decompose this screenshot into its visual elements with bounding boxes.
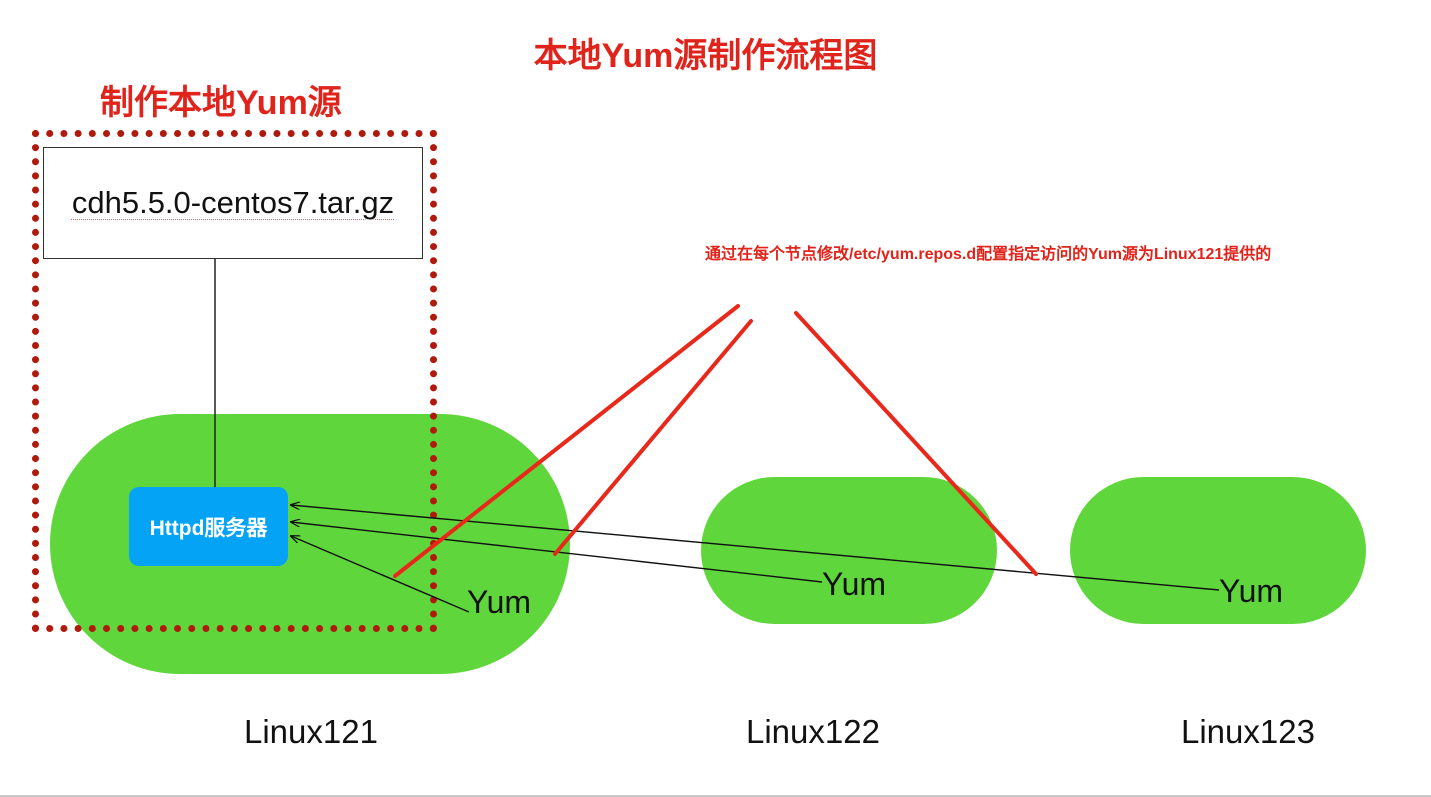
- httpd-server-box: Httpd服务器: [129, 487, 288, 566]
- package-file-name: cdh5.5.0-centos7.tar.gz: [71, 185, 395, 220]
- diagram-title: 本地Yum源制作流程图: [0, 28, 1431, 77]
- local-yum-region: [32, 130, 437, 632]
- yum-client-linux123: Yum: [1219, 573, 1284, 609]
- arrow-linux123-to-server: [291, 505, 1220, 591]
- yum-client-linux122: Yum: [822, 566, 887, 602]
- package-file-box: cdh5.5.0-centos7.tar.gz: [43, 147, 423, 259]
- diagram-title-text: 本地Yum源制作流程图: [533, 37, 878, 75]
- annotation-text: 通过在每个节点修改/etc/yum.repos.d配置指定访问的Yum源为Lin…: [705, 246, 1272, 263]
- node-linux122: [701, 477, 997, 624]
- httpd-server-label: Httpd服务器: [149, 516, 268, 540]
- callout-line-linux122: [553, 319, 753, 556]
- node-linux123: [1070, 477, 1366, 624]
- callout-line-linux121: [393, 304, 740, 578]
- yum-client-linux121: Yum: [467, 584, 532, 620]
- node-label-linux123: Linux123: [1181, 713, 1315, 750]
- section-label: 制作本地Yum源: [100, 84, 342, 122]
- bottom-divider: [0, 795, 1431, 797]
- callout-line-linux123: [794, 311, 1038, 576]
- node-label-linux122: Linux122: [746, 713, 880, 750]
- node-label-linux121: Linux121: [244, 713, 378, 750]
- arrow-linux121-to-server: [291, 536, 470, 613]
